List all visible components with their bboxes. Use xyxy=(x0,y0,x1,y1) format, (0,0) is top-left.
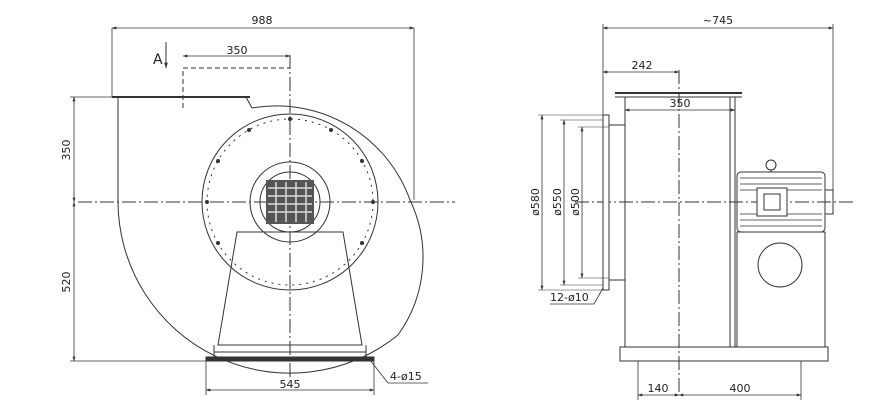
stand-access-hole xyxy=(757,242,803,288)
label-bolt-circle: ø550 xyxy=(551,188,564,216)
label-base-offset: 140 xyxy=(648,382,669,395)
grille-slots xyxy=(268,182,312,222)
label-outlet-offset: 350 xyxy=(227,44,248,57)
lifting-eye xyxy=(765,159,777,171)
hub-outer xyxy=(249,161,331,243)
outlet-guide xyxy=(182,67,290,108)
pedestal xyxy=(217,231,363,346)
leader-flange-holes xyxy=(550,287,604,305)
bolt-holes xyxy=(205,117,375,245)
motor-shaft-end xyxy=(824,189,834,215)
label-lower-height: 520 xyxy=(60,272,73,293)
side-base-plate xyxy=(619,346,829,362)
label-overall-width: 988 xyxy=(252,14,273,27)
leader-base-holes xyxy=(369,359,428,384)
motor-fins xyxy=(740,177,822,227)
label-base-width: 545 xyxy=(280,378,301,391)
label-overall-length: ~745 xyxy=(703,14,733,27)
volute-lip xyxy=(118,96,253,109)
side-view xyxy=(538,24,855,400)
section-marker-label: A xyxy=(153,52,163,68)
label-base-holes: 4-ø15 xyxy=(390,370,422,383)
label-inlet-id: ø500 xyxy=(569,188,582,216)
motor-grille xyxy=(266,180,314,224)
motor-stand xyxy=(736,231,826,348)
inlet-flange xyxy=(602,114,610,291)
inlet-flange-circle xyxy=(201,113,379,291)
label-upper-height: 350 xyxy=(60,140,73,161)
volute-housing xyxy=(117,97,424,374)
label-outlet-width: 350 xyxy=(670,97,691,110)
fan-housing xyxy=(624,96,736,348)
base-plate xyxy=(205,356,375,362)
label-base-length: 400 xyxy=(730,382,751,395)
label-inlet-depth: 242 xyxy=(632,59,653,72)
motor-terminal-box xyxy=(756,187,788,217)
label-flange-holes: 12-ø10 xyxy=(550,291,589,304)
front-view xyxy=(70,26,455,395)
label-flange-od: ø580 xyxy=(529,188,542,216)
